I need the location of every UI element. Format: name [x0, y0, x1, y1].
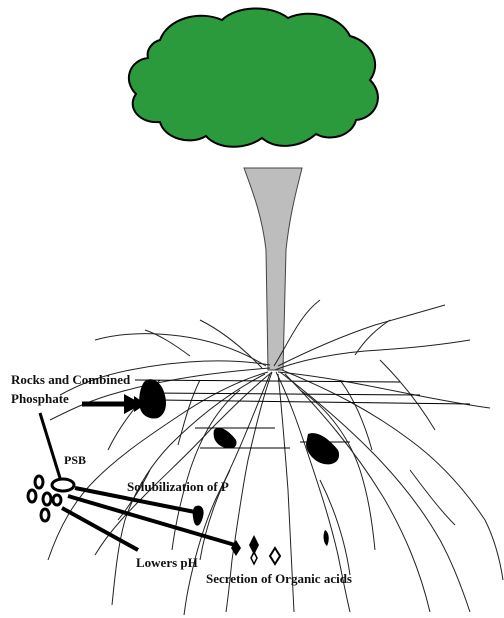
rocks-label-line1: Rocks and Combined	[11, 372, 130, 387]
tree-canopy	[129, 8, 378, 146]
tree-trunk	[244, 168, 302, 370]
rocks-to-psb-line	[40, 413, 60, 478]
organic-acid-drops	[193, 506, 329, 564]
arrow-to-rock	[82, 394, 146, 414]
psb-label: PSB	[64, 453, 86, 468]
psb-bacteria	[28, 476, 74, 521]
rocks-label-line2: Phosphate	[11, 391, 69, 406]
secretion-label: Secretion of Organic acids	[206, 571, 352, 586]
lowers-ph-label: Lowers pH	[136, 555, 198, 570]
solubilization-label: Solubilization of P	[127, 479, 229, 494]
psb-action-lines	[62, 488, 235, 550]
